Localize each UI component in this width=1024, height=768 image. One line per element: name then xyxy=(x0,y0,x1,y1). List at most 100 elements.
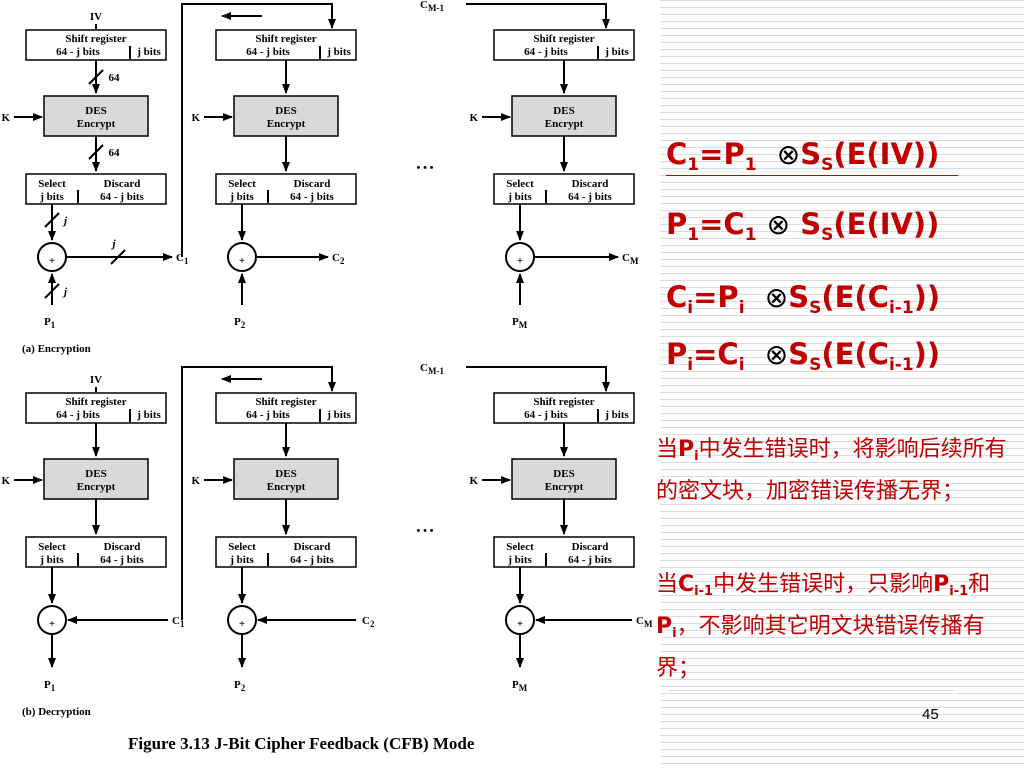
select-bits: j bits xyxy=(229,191,254,203)
discard-label: Discard xyxy=(572,178,609,190)
footer-rule xyxy=(668,690,954,691)
bus-width-64: 64 xyxy=(109,72,121,84)
des-label: DES xyxy=(85,105,106,117)
equation-encrypt-first: C1=P1 ⊗SS(E(IV)) xyxy=(666,137,940,175)
label-cm-1: CM-1 xyxy=(420,362,444,376)
select-discard-box xyxy=(25,536,167,568)
key-label: K xyxy=(1,112,10,124)
shift-register-left: 64 - j bits xyxy=(56,46,100,58)
shift-register-title: Shift register xyxy=(65,396,126,408)
bus-slash xyxy=(88,144,104,160)
xor-plus-icon: + xyxy=(239,618,245,630)
discard-bits: 64 - j bits xyxy=(568,554,612,566)
select-discard-box xyxy=(215,536,357,568)
note-decryption-error: 当Ci-1中发生错误时，只影响Pi-1和Pi，不影响其它明文块错误传播有界； xyxy=(656,572,991,681)
bus-width-j: j xyxy=(110,238,116,250)
select-bits: j bits xyxy=(39,191,64,203)
xor-plus-icon: + xyxy=(49,255,55,267)
shift-register-title: Shift register xyxy=(65,33,126,45)
xor-plus-icon: + xyxy=(517,255,523,267)
discard-bits: 64 - j bits xyxy=(568,191,612,203)
key-label: K xyxy=(469,112,478,124)
figure-caption: Figure 3.13 J-Bit Cipher Feedback (CFB) … xyxy=(128,734,475,753)
bus-slash xyxy=(44,212,60,228)
des-encrypt-label: Encrypt xyxy=(77,481,116,493)
discard-label: Discard xyxy=(294,541,331,553)
des-label: DES xyxy=(85,468,106,480)
discard-label: Discard xyxy=(104,178,141,190)
note-encryption-error: 当Pi中发生错误时，将影响后续所有的密文块，加密错误传播无界； xyxy=(656,437,1007,504)
des-encrypt-box xyxy=(233,95,339,137)
label-c1: C1 xyxy=(176,252,189,266)
discard-label: Discard xyxy=(572,541,609,553)
ellipsis: • • • xyxy=(416,525,433,537)
ellipsis: • • • xyxy=(416,162,433,174)
shift-register-right: j bits xyxy=(326,409,351,421)
shift-register xyxy=(215,392,357,424)
label-plaintext: P2 xyxy=(234,679,246,693)
des-encrypt-box xyxy=(511,95,617,137)
select-label: Select xyxy=(506,178,534,190)
discard-label: Discard xyxy=(294,178,331,190)
label-plaintext: PM xyxy=(512,679,528,693)
iv-label: IV xyxy=(90,11,102,23)
discard-bits: 64 - j bits xyxy=(290,191,334,203)
des-encrypt-label: Encrypt xyxy=(545,118,584,130)
label-c1: C1 xyxy=(172,615,185,629)
label-c2: C2 xyxy=(332,252,345,266)
shift-register-title: Shift register xyxy=(255,33,316,45)
shift-register-right: j bits xyxy=(136,46,161,58)
des-label: DES xyxy=(553,468,574,480)
xor-icon: ⊗ xyxy=(776,138,801,171)
select-bits: j bits xyxy=(507,191,532,203)
shift-register-title: Shift register xyxy=(533,33,594,45)
bus-width-j: j xyxy=(62,215,68,227)
encryption-caption: (a) Encryption xyxy=(22,343,91,355)
slide-background-lines xyxy=(660,0,1024,768)
page-number: 45 xyxy=(922,706,939,723)
equation-encrypt-general: Ci=Pi ⊗SS(E(Ci-1)) xyxy=(666,280,941,318)
shift-register xyxy=(25,392,167,424)
feedback-c1 xyxy=(181,3,336,257)
label-c2: C2 xyxy=(362,615,375,629)
discard-bits: 64 - j bits xyxy=(290,554,334,566)
bus-slash xyxy=(88,69,104,85)
xor-plus-icon: + xyxy=(239,255,245,267)
shift-register-right: j bits xyxy=(136,409,161,421)
label-plaintext: P1 xyxy=(44,316,56,330)
des-encrypt-label: Encrypt xyxy=(267,481,306,493)
shift-register-title: Shift register xyxy=(255,396,316,408)
xor-icon: ⊗ xyxy=(766,208,791,241)
label-plaintext: PM xyxy=(512,316,528,330)
shift-register xyxy=(493,29,635,61)
select-bits: j bits xyxy=(39,554,64,566)
des-label: DES xyxy=(275,105,296,117)
xor-icon: ⊗ xyxy=(764,281,789,314)
shift-register-left: 64 - j bits xyxy=(524,409,568,421)
xor-icon: ⊗ xyxy=(764,338,789,371)
select-label: Select xyxy=(38,178,66,190)
feedback-c1 xyxy=(181,366,336,620)
shift-register-left: 64 - j bits xyxy=(246,409,290,421)
iv-label: IV xyxy=(90,374,102,386)
shift-register-right: j bits xyxy=(326,46,351,58)
select-discard-box xyxy=(215,173,357,205)
shift-register xyxy=(493,392,635,424)
feedback-cm1 xyxy=(466,3,610,29)
label-cm: CM xyxy=(636,615,653,629)
key-label: K xyxy=(469,475,478,487)
discard-bits: 64 - j bits xyxy=(100,191,144,203)
select-bits: j bits xyxy=(507,554,532,566)
shift-register-left: 64 - j bits xyxy=(56,409,100,421)
shift-register-right: j bits xyxy=(604,409,629,421)
equation-decrypt-first: P1=C1 ⊗ SS(E(IV)) xyxy=(666,207,940,245)
xor-plus-icon: + xyxy=(49,618,55,630)
equation-underline xyxy=(666,175,958,176)
select-label: Select xyxy=(228,541,256,553)
key-label: K xyxy=(1,475,10,487)
equation-decrypt-general: Pi=Ci ⊗SS(E(Ci-1)) xyxy=(666,337,941,375)
label-plaintext: P2 xyxy=(234,316,246,330)
des-encrypt-label: Encrypt xyxy=(545,481,584,493)
discard-bits: 64 - j bits xyxy=(100,554,144,566)
